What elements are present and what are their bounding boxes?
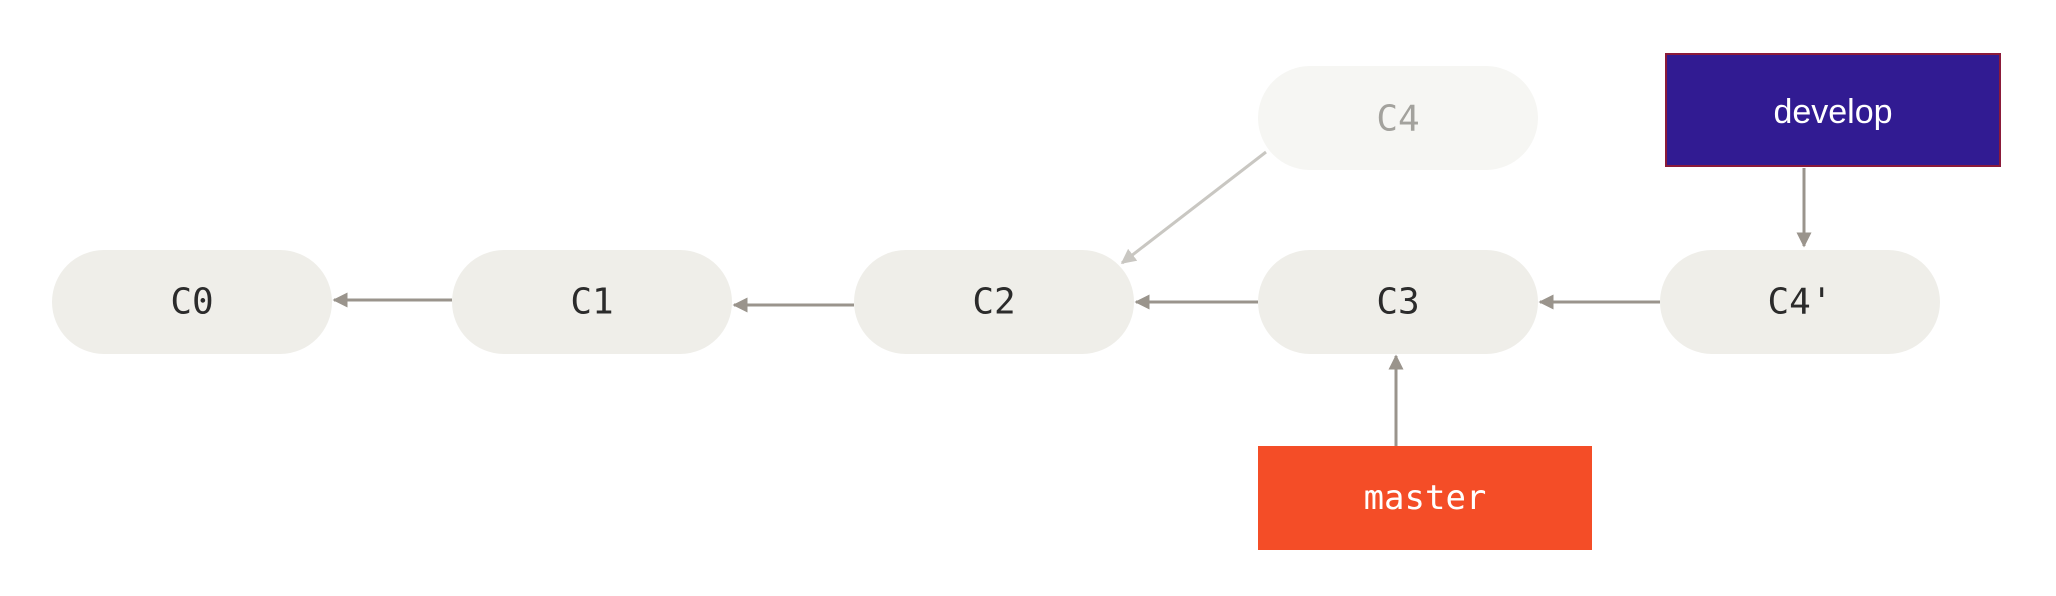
commit-label: C4' [1767,282,1832,323]
commit-node-c0: C0 [52,250,332,354]
link-c4-to-c2 [1120,150,1267,265]
commit-pill-ghost [1258,66,1538,170]
commit-pill [452,250,732,354]
branch-box [1258,446,1592,550]
commit-label: C2 [972,282,1015,323]
commit-node-c1: C1 [452,250,732,354]
commit-label-ghost: C4 [1376,99,1419,140]
commit-label: C0 [170,282,213,323]
branch-develop: develop [1665,53,2001,167]
commit-pill [854,250,1134,354]
commit-node-c2: C2 [854,250,1134,354]
commit-node-c3: C3 [1258,250,1538,354]
commit-label: C1 [570,282,613,323]
branch-box [1665,53,2001,167]
commit-node-c4-prime: C4' [1660,250,1940,354]
commit-pill [52,250,332,354]
commit-node-c4-abandoned: C4 [1258,66,1538,170]
branch-master: master [1258,446,1592,550]
commit-pill [1258,250,1538,354]
branch-label: master [1364,478,1487,518]
commit-links [332,150,1812,446]
commit-label: C3 [1376,282,1419,323]
commit-pill [1660,250,1940,354]
branch-label: develop [1773,93,1892,131]
